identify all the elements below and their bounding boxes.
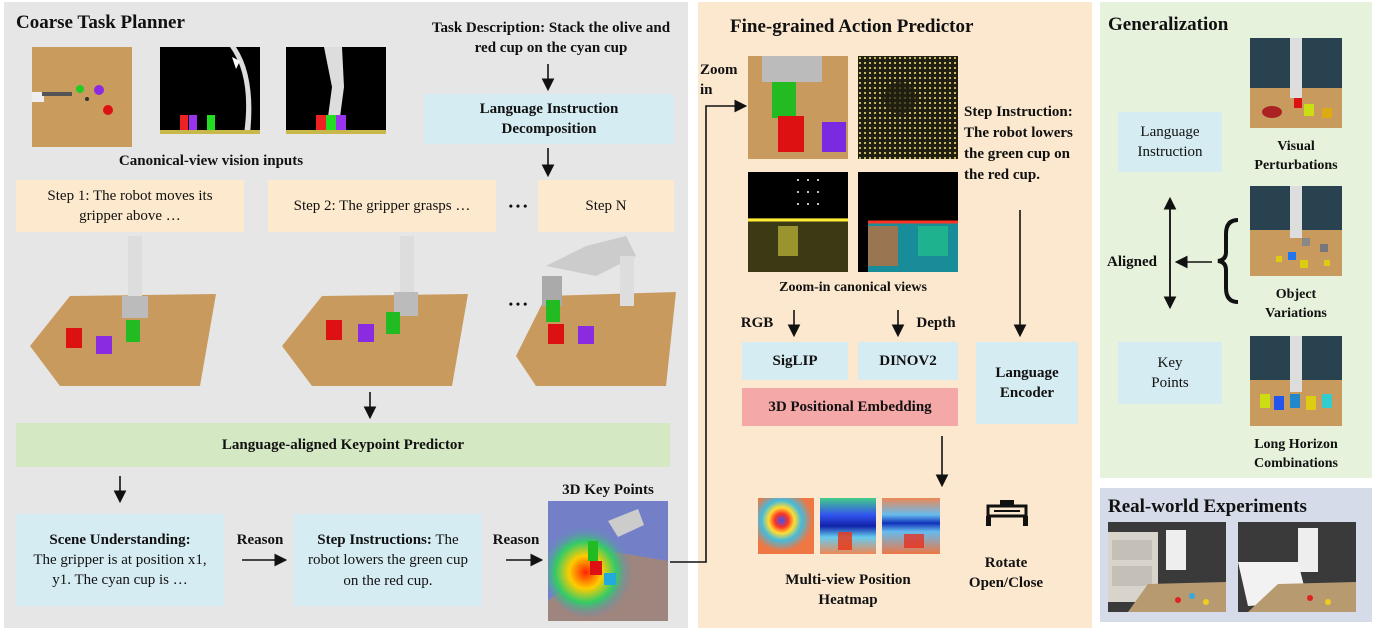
visual-perturbation-image [1250,38,1342,128]
scene-understanding-title: Scene Understanding: [49,531,191,548]
visual-perturbations-caption: Visual Perturbations [1254,139,1338,173]
zoom-depth-view-2 [858,172,958,272]
scene-understanding-box: Scene Understanding: The gripper is at p… [16,514,224,606]
heatmap-view-2 [820,498,876,554]
3d-key-points-title: 3D Key Points [562,482,654,498]
scenes-ellipsis: • • • [508,297,528,311]
generalization-title: Generalization [1108,14,1229,35]
robot-scene-step-n [516,236,676,386]
scene-understanding-text: The gripper is at position x1, y1. The c… [33,551,207,589]
positional-embedding-box: 3D Positional Embedding [742,388,958,426]
real-world-title: Real-world Experiments [1108,496,1307,517]
real-world-image-2 [1238,522,1356,612]
step-1-box: Step 1: The robot moves its gripper abov… [16,180,244,232]
rgb-label: RGB [740,315,774,331]
canonical-caption: Canonical-view vision inputs [118,153,304,169]
key-points-box: Key Points [1118,342,1222,404]
heatmap-view-1 [758,498,814,554]
step-instructions-box: Step Instructions: The robot lowers the … [294,514,482,606]
step-instruction-label: Step Instruction: The robot lowers the g… [964,104,1073,183]
fine-title: Fine-grained Action Predictor [730,16,974,37]
reason-label-2: Reason [492,532,540,548]
step-2-box: Step 2: The gripper grasps … [268,180,496,232]
language-encoder-box: Language Encoder [976,342,1078,424]
step-n-box: Step N [538,180,674,232]
task-description: Task Description: Stack the olive and re… [431,20,671,57]
real-world-image-1 [1108,522,1226,612]
rotate-caption: Rotate Open/Close [968,555,1044,592]
coarse-title: Coarse Task Planner [16,12,185,33]
heatmap-view-3 [882,498,940,554]
siglip-box: SigLIP [742,342,848,380]
gripper-icon [984,500,1030,530]
keypoint-predictor-bar: Language-aligned Keypoint Predictor [16,423,670,467]
long-horizon-caption: Long Horizon Combinations [1253,437,1339,471]
language-instruction-decomposition-box: Language Instruction Decomposition [424,94,674,144]
step-instructions-title: Step Instructions: [317,532,432,548]
3d-key-points-image [548,501,668,621]
robot-scene-step-2 [282,236,468,386]
object-variations-caption: Object Variations [1265,287,1327,321]
steps-ellipsis: • • • [508,199,528,213]
zoom-caption: Zoom-in canonical views [779,280,927,295]
robot-scene-step-1 [30,236,216,386]
zoom-rgb-view [748,56,848,159]
long-horizon-image [1250,336,1342,426]
curly-brace-icon [1214,218,1244,304]
canonical-view-rgb [32,47,132,147]
reason-label-1: Reason [236,532,284,548]
heatmap-caption: Multi-view Position Heatmap [785,572,911,609]
language-instruction-box: Language Instruction [1118,112,1222,172]
dinov2-box: DINOV2 [858,342,958,380]
canonical-view-mask-1 [160,47,260,134]
zoom-pointcloud-view [858,56,958,159]
zoom-depth-view-1 [748,172,848,272]
zoom-in-label: Zoom in [700,62,738,99]
object-variation-image [1250,186,1342,276]
canonical-view-mask-2 [286,47,386,134]
aligned-label: Aligned [1106,254,1157,270]
depth-label: Depth [916,315,956,331]
step-instructions-text: The robot lowers the green cup on the re… [308,532,468,589]
